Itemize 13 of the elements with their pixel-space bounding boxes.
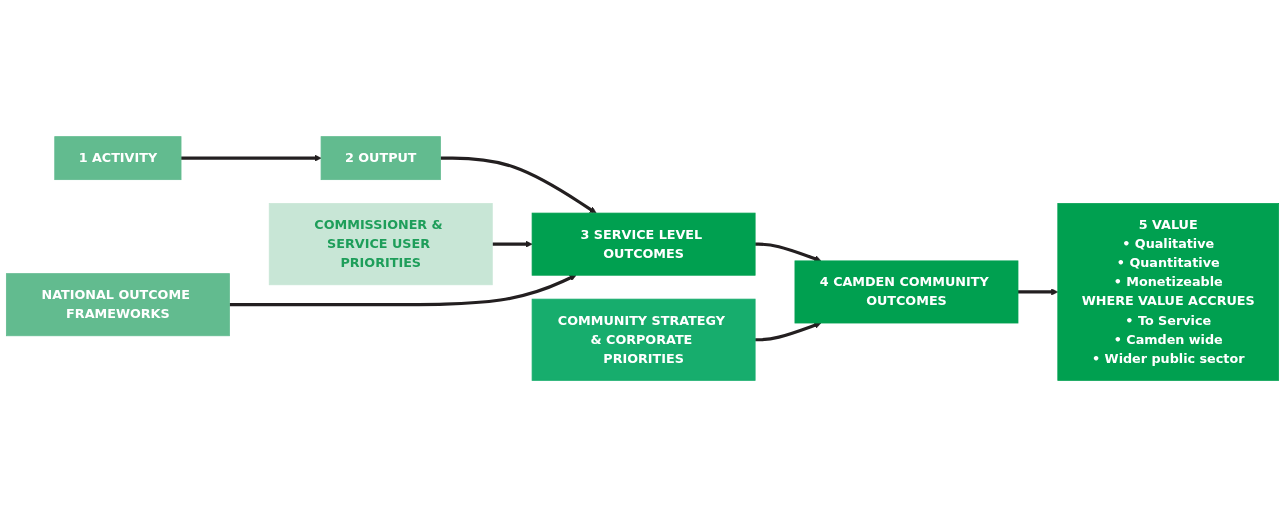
node-box: COMMISSIONER & SERVICE USER PRIORITIES xyxy=(268,203,493,286)
node-box: 3 SERVICE LEVEL OUTCOMES xyxy=(531,212,756,276)
node-box: 2 OUTPUT xyxy=(320,136,441,181)
node-box: NATIONAL OUTCOME FRAMEWORKS xyxy=(5,273,230,337)
node-box: 4 CAMDEN COMMUNITY OUTCOMES xyxy=(794,260,1019,324)
arrow xyxy=(1018,288,1059,296)
arrow xyxy=(440,156,597,214)
node-box: 1 ACTIVITY xyxy=(54,136,182,181)
node-box: 5 VALUE • Qualitative • Quantitative • Monetizeable WHERE VALUE ACCRUES • To Service • Camden wide • Wider public sector xyxy=(1057,203,1280,381)
arrow xyxy=(229,274,577,307)
node-box: COMMUNITY STRATEGY & CORPORATE PRIORITIES xyxy=(531,298,756,381)
arrow xyxy=(492,240,533,248)
arrow xyxy=(181,154,322,162)
